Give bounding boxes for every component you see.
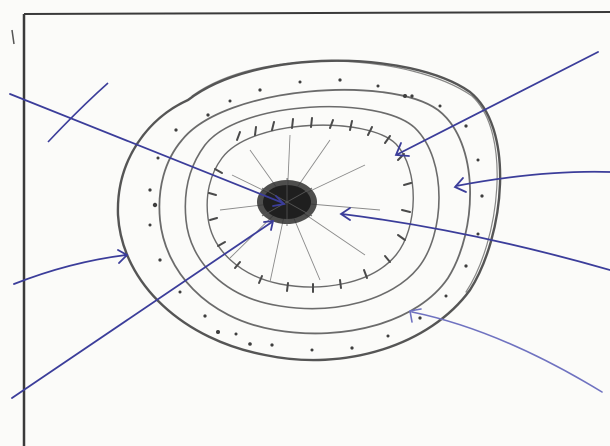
sketch-canvas <box>0 0 610 446</box>
paper-background <box>0 0 610 446</box>
